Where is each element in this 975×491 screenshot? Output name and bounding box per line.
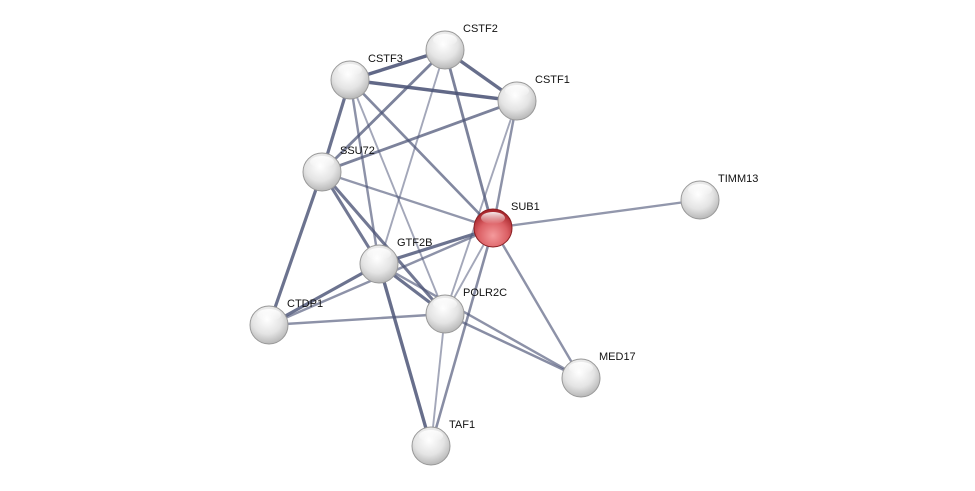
edge-cstf1-sub1[interactable] — [491, 100, 519, 229]
node-gtf2b[interactable]: GTF2B — [359, 237, 432, 284]
node-taf1[interactable]: TAF1 — [411, 419, 475, 466]
edge-gtf2b-taf1[interactable] — [377, 263, 433, 447]
node-highlight — [257, 309, 281, 321]
node-cstf3[interactable]: CSTF3 — [330, 53, 403, 100]
node-highlight — [419, 430, 443, 442]
node-highlight — [505, 85, 529, 97]
node-cstf1[interactable]: CSTF1 — [497, 74, 570, 121]
node-label: CSTF1 — [535, 74, 570, 86]
edge-sub1-med17[interactable] — [491, 227, 583, 379]
node-label: SSU72 — [340, 145, 375, 157]
edge-sub1-taf1[interactable] — [429, 227, 495, 447]
node-label: SUB1 — [511, 201, 540, 213]
edge-cstf2-gtf2b[interactable] — [378, 49, 446, 265]
node-cstf2[interactable]: CSTF2 — [425, 23, 498, 70]
edge-cstf3-gtf2b[interactable] — [348, 79, 381, 265]
node-highlight — [433, 34, 457, 46]
node-label: CSTF3 — [368, 53, 403, 65]
node-timm13[interactable]: TIMM13 — [680, 173, 758, 220]
node-label: CSTF2 — [463, 23, 498, 35]
node-highlight — [688, 184, 712, 196]
edge-gtf2b-ctdp1[interactable] — [268, 262, 380, 327]
node-highlight — [433, 298, 457, 310]
node-label: MED17 — [599, 351, 636, 363]
node-ctdp1[interactable]: CTDP1 — [249, 298, 323, 345]
node-label: GTF2B — [397, 237, 432, 249]
edge-ssu72-sub1[interactable] — [321, 170, 494, 230]
node-highlight — [367, 248, 391, 260]
edge-ssu72-ctdp1[interactable] — [267, 171, 324, 326]
node-highlight — [338, 64, 362, 76]
node-label: TIMM13 — [718, 173, 758, 185]
edge-sub1-gtf2b[interactable] — [378, 226, 494, 266]
edge-cstf1-polr2c[interactable] — [444, 100, 518, 315]
node-highlight — [569, 362, 593, 374]
node-highlight — [310, 156, 334, 168]
node-ssu72[interactable]: SSU72 — [302, 145, 375, 192]
node-highlight — [481, 212, 505, 224]
edge-cstf3-sub1[interactable] — [349, 79, 494, 229]
node-sub1[interactable]: SUB1 — [473, 201, 540, 248]
edge-sub1-timm13[interactable] — [492, 198, 701, 230]
node-med17[interactable]: MED17 — [561, 351, 636, 398]
node-label: POLR2C — [463, 287, 507, 299]
edge-cstf2-ssu72[interactable] — [321, 48, 446, 174]
edge-gtf2b-med17[interactable] — [378, 262, 582, 380]
node-label: TAF1 — [449, 419, 475, 431]
edge-ctdp1-polr2c[interactable] — [268, 312, 446, 327]
node-polr2c[interactable]: POLR2C — [425, 287, 507, 334]
edge-polr2c-taf1[interactable] — [430, 313, 446, 447]
edge-cstf1-ssu72[interactable] — [321, 99, 518, 174]
node-label: CTDP1 — [287, 298, 323, 310]
edge-polr2c-med17[interactable] — [444, 312, 582, 380]
